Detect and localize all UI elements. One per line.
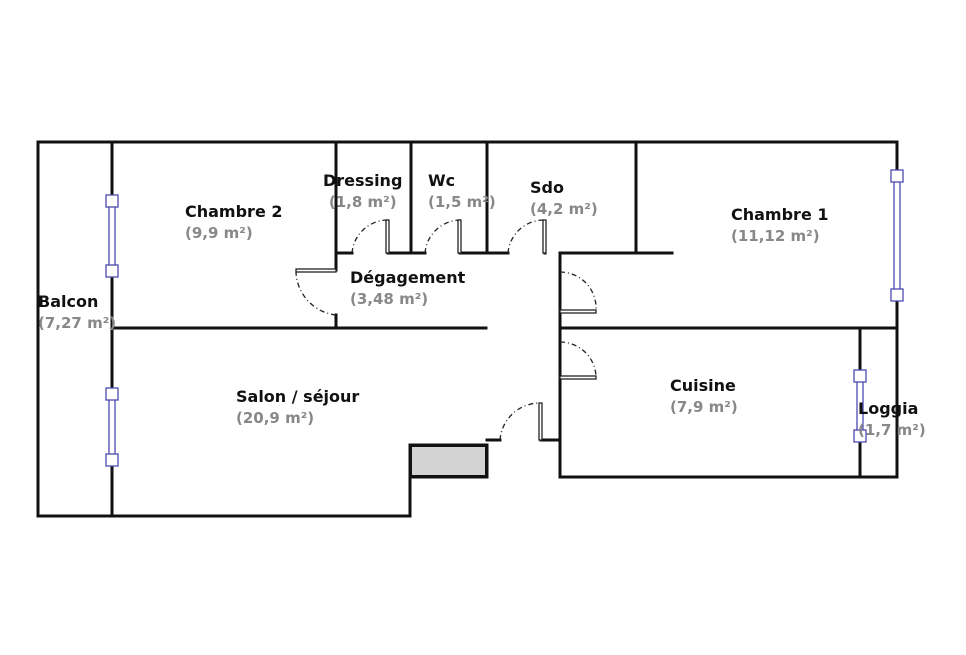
room-area: (9,9 m²)	[185, 223, 253, 242]
room-name: Salon / séjour	[236, 387, 360, 406]
room-balcon: Balcon (7,27 m²)	[38, 291, 116, 333]
room-area: (1,7 m²)	[858, 420, 926, 439]
room-sdo: Sdo (4,2 m²)	[530, 177, 598, 219]
room-area: (11,12 m²)	[731, 226, 820, 245]
room-name: Loggia	[858, 399, 919, 418]
room-cuisine: Cuisine (7,9 m²)	[670, 375, 738, 417]
room-area: (20,9 m²)	[236, 408, 315, 427]
room-dressing: Dressing (1,8 m²)	[323, 170, 402, 212]
room-name: Dressing	[323, 171, 403, 190]
room-name: Balcon	[38, 292, 99, 311]
room-salon-sejour: Salon / séjour (20,9 m²)	[236, 386, 359, 428]
room-name: Cuisine	[670, 376, 736, 395]
room-area: (7,9 m²)	[670, 397, 738, 416]
room-area: (3,48 m²)	[350, 289, 429, 308]
room-name: Sdo	[530, 178, 564, 197]
windows	[105, 169, 904, 467]
room-wc: Wc (1,5 m²)	[428, 170, 496, 212]
room-name: Dégagement	[350, 268, 466, 287]
room-area: (4,2 m²)	[530, 199, 598, 218]
room-chambre-2: Chambre 2 (9,9 m²)	[185, 201, 283, 243]
room-area: (1,5 m²)	[428, 192, 496, 211]
room-area: (1,8 m²)	[328, 192, 397, 211]
room-name: Wc	[428, 171, 456, 190]
doors	[295, 219, 597, 441]
shaft-block	[410, 445, 487, 477]
room-name: Chambre 1	[731, 205, 829, 224]
room-chambre-1: Chambre 1 (11,12 m²)	[731, 204, 829, 246]
room-name: Chambre 2	[185, 202, 283, 221]
room-degagement: Dégagement (3,48 m²)	[350, 267, 465, 309]
room-area: (7,27 m²)	[38, 313, 117, 332]
room-loggia: Loggia (1,7 m²)	[858, 398, 926, 440]
